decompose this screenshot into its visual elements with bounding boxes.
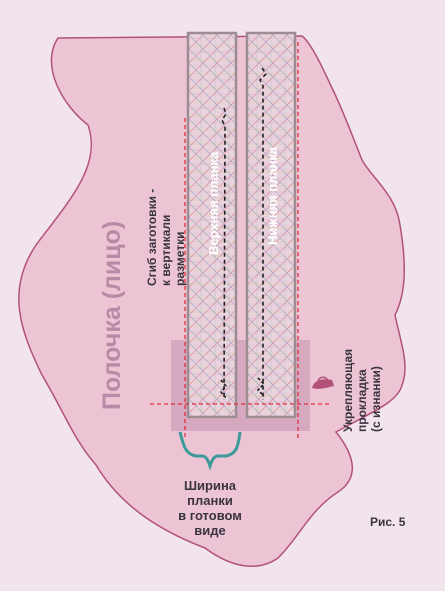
iron-icon [312, 376, 334, 389]
fold-line-label-2: к вертикали [159, 215, 173, 286]
interfacing-label: Укрепляющая прокладка (с изнанки) [341, 349, 383, 432]
fold-markup-lines [150, 42, 332, 440]
stitch-lines [219, 67, 268, 401]
fold-line-label-3: разметки [173, 232, 187, 286]
finished-width-label-1: Ширина [184, 478, 237, 493]
fold-line-label-1: Сгиб заготовки - [145, 189, 159, 286]
interfacing-label-1: Укрепляющая [341, 349, 355, 432]
upper-placket [186, 31, 238, 419]
finished-width-label-3: в готовом [178, 508, 242, 523]
finished-width-label-4: виде [194, 523, 225, 538]
interfacing-label-2: прокладка [355, 369, 369, 432]
front-piece-label: Полочка (лицо) [98, 221, 126, 410]
finished-width-label: Ширина планки в готовом виде [178, 478, 242, 538]
width-brace [178, 431, 242, 471]
interfacing-label-3: (с изнанки) [369, 366, 383, 432]
finished-width-label-2: планки [187, 493, 233, 508]
lower-placket-label: Нижняя планка [265, 146, 280, 245]
upper-placket-label: Верхняя планка [206, 151, 221, 255]
fold-line-label: Сгиб заготовки - к вертикали разметки [145, 189, 187, 286]
lower-placket [245, 31, 297, 419]
figure-caption: Рис. 5 [370, 515, 406, 529]
